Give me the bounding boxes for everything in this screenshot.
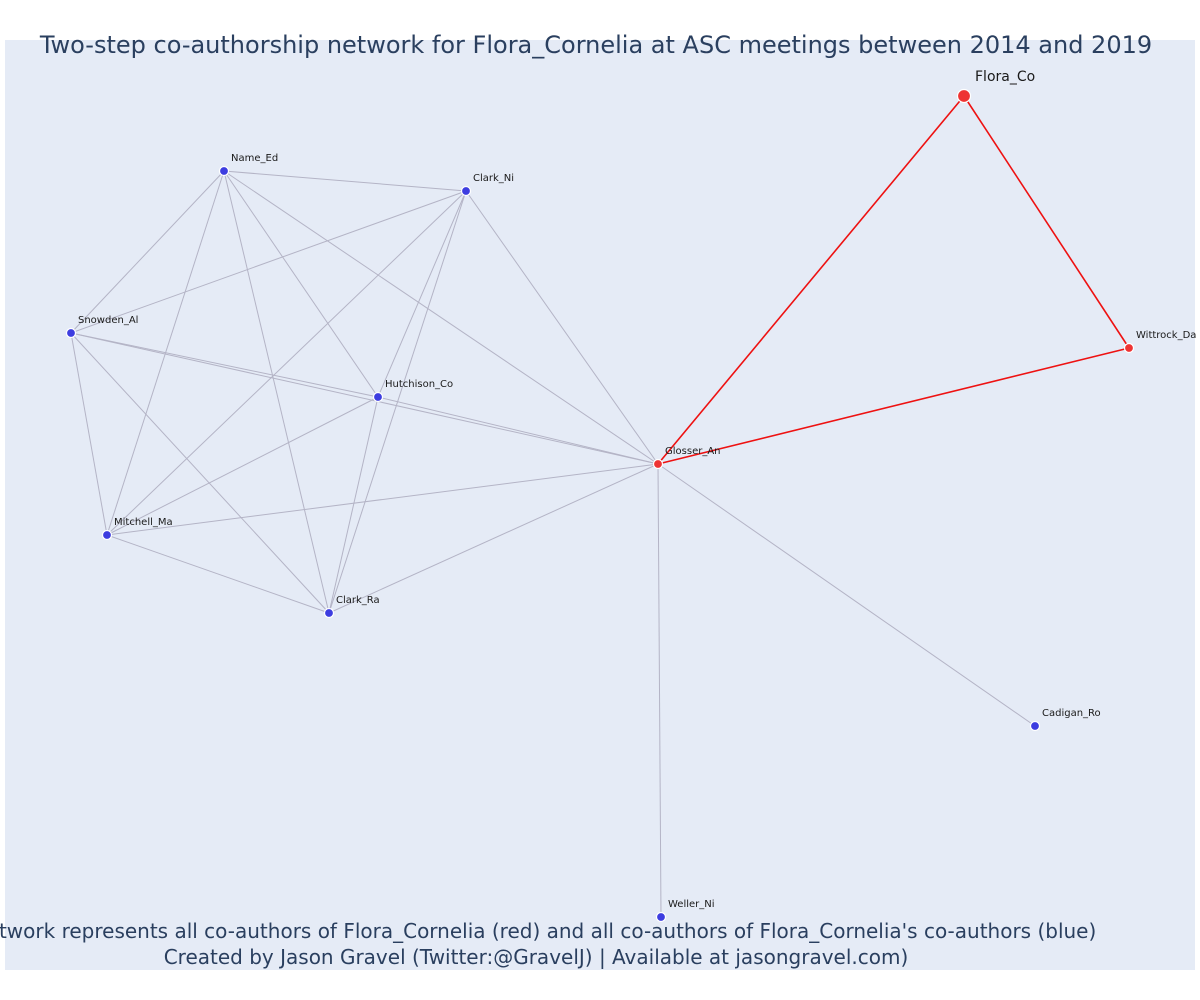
edge-name_ed-clark_ni: [223, 170, 467, 192]
edge-mitchell_ma-clark_ra: [106, 534, 330, 614]
node-mitchell_ma[interactable]: [101, 529, 113, 541]
node-glosser_an[interactable]: [652, 458, 664, 470]
edge-snowden_al-glosser_an: [70, 332, 659, 465]
node-clark_ni[interactable]: [460, 185, 472, 197]
node-label-glosser_an: Glosser_An: [665, 446, 721, 457]
edge-mitchell_ma-glosser_an: [106, 463, 659, 536]
node-name_ed[interactable]: [218, 165, 230, 177]
node-label-flora_co: Flora_Co: [975, 69, 1035, 85]
edge-glosser_an-weller_ni: [657, 463, 662, 918]
edge-name_ed-clark_ra: [223, 170, 330, 614]
edge-clark_ni-snowden_al: [70, 190, 467, 334]
edge-snowden_al-mitchell_ma: [70, 332, 108, 536]
node-snowden_al[interactable]: [65, 327, 77, 339]
edge-clark_ni-glosser_an: [465, 190, 659, 465]
node-label-wittrock_da: Wittrock_Da: [1136, 330, 1196, 341]
edges-layer: [70, 95, 1130, 918]
node-label-clark_ni: Clark_Ni: [473, 173, 514, 184]
node-label-cadigan_ro: Cadigan_Ro: [1042, 708, 1101, 719]
node-cadigan_ro[interactable]: [1029, 720, 1041, 732]
node-label-name_ed: Name_Ed: [231, 153, 278, 164]
caption-line-2: Created by Jason Gravel (Twitter:@Gravel…: [164, 945, 909, 969]
edge-hutchison_co-clark_ra: [328, 396, 379, 614]
edge-glosser_an-cadigan_ro: [657, 463, 1036, 727]
edge-name_ed-hutchison_co: [223, 170, 379, 398]
caption-line-1: Network represents all co-authors of Flo…: [0, 919, 1096, 943]
edge-flora_co-wittrock_da: [963, 95, 1130, 349]
nodes-layer: [65, 88, 1135, 923]
edge-clark_ni-hutchison_co: [377, 190, 467, 398]
node-label-clark_ra: Clark_Ra: [336, 595, 380, 606]
edge-name_ed-snowden_al: [70, 170, 225, 334]
edge-snowden_al-clark_ra: [70, 332, 330, 614]
figure-title: Two-step co-authorship network for Flora…: [39, 31, 1152, 59]
edge-clark_ni-mitchell_ma: [106, 190, 467, 536]
node-weller_ni[interactable]: [655, 911, 667, 923]
node-clark_ra[interactable]: [323, 607, 335, 619]
node-label-weller_ni: Weller_Ni: [668, 899, 715, 910]
node-flora_co[interactable]: [956, 88, 972, 104]
edge-name_ed-glosser_an: [223, 170, 659, 465]
edge-clark_ra-glosser_an: [328, 463, 659, 614]
node-label-hutchison_co: Hutchison_Co: [385, 379, 453, 390]
node-label-snowden_al: Snowden_Al: [78, 315, 138, 326]
edge-snowden_al-hutchison_co: [70, 332, 379, 398]
node-hutchison_co[interactable]: [372, 391, 384, 403]
edge-glosser_an-wittrock_da: [657, 347, 1130, 465]
edge-flora_co-glosser_an: [657, 95, 965, 465]
edge-hutchison_co-glosser_an: [377, 396, 659, 465]
node-wittrock_da[interactable]: [1123, 342, 1135, 354]
plot-background: [5, 40, 1195, 970]
node-label-mitchell_ma: Mitchell_Ma: [114, 517, 173, 528]
edge-hutchison_co-mitchell_ma: [106, 396, 379, 536]
